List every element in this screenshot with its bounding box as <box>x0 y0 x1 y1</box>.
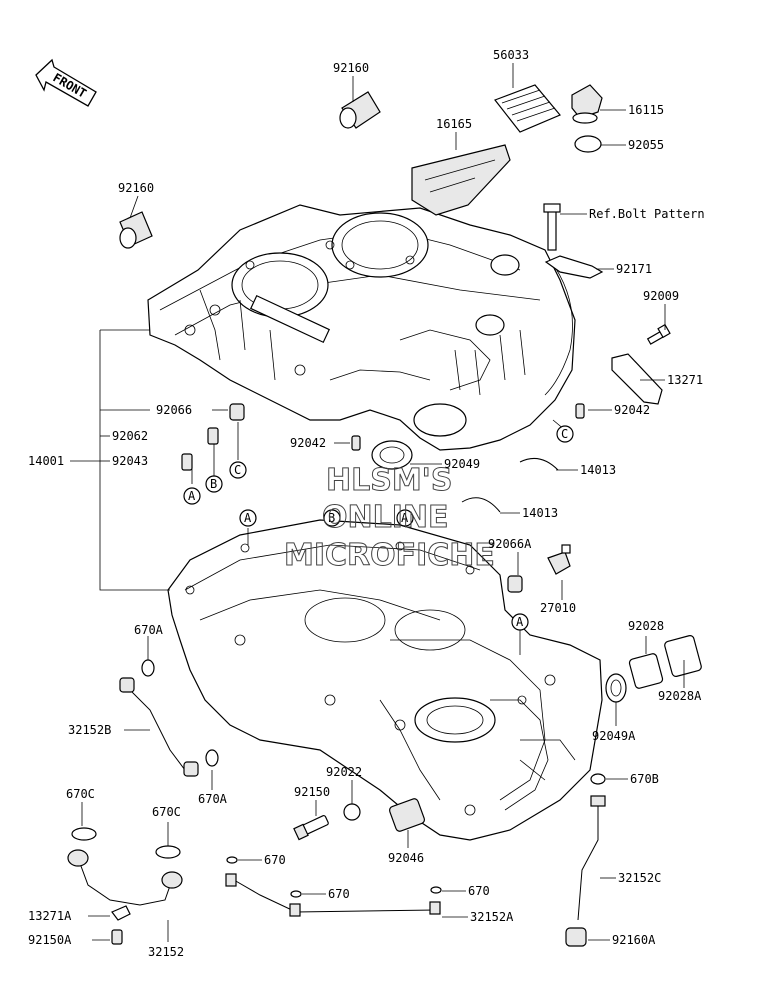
part-92049-oil-seal <box>371 440 413 470</box>
label-32152A: 32152A <box>470 910 514 924</box>
part-92043-dowel <box>181 453 193 471</box>
part-14013-lower <box>461 497 501 513</box>
marker-b-left: B <box>210 477 217 491</box>
part-92062-dowel <box>207 427 219 445</box>
label-670C-right: 670C <box>152 805 181 819</box>
part-16165-breather-cover <box>411 144 511 216</box>
label-92066A: 92066A <box>488 537 532 551</box>
part-92160-top <box>339 91 381 129</box>
label-92028A: 92028A <box>658 689 702 703</box>
label-92066: 92066 <box>156 403 192 417</box>
label-92046: 92046 <box>388 851 424 865</box>
part-92150-bolt <box>293 815 329 841</box>
part-92009-screw <box>646 323 671 345</box>
label-670-c: 670 <box>468 884 490 898</box>
part-92160A-cap <box>565 927 587 947</box>
label-670-b: 670 <box>328 887 350 901</box>
part-32152C-oil-pipe <box>577 795 606 921</box>
label-27010: 27010 <box>540 601 576 615</box>
label-92043: 92043 <box>112 454 148 468</box>
label-670C-left: 670C <box>66 787 95 801</box>
part-92049A-oil-seal <box>605 673 627 703</box>
label-13271A: 13271A <box>28 909 72 923</box>
label-14001: 14001 <box>28 454 64 468</box>
marker-c-left: C <box>234 463 241 477</box>
label-92160-left: 92160 <box>118 181 154 195</box>
part-670C-oring-left <box>71 827 97 841</box>
label-92042-right: 92042 <box>614 403 650 417</box>
label-32152B: 32152B <box>68 723 111 737</box>
part-670C-oring-right <box>155 845 181 859</box>
circle-letter-markers: A B C A B A A C <box>183 425 574 631</box>
label-92028: 92028 <box>628 619 664 633</box>
label-92042-center: 92042 <box>290 436 326 450</box>
part-92150A-bolt <box>111 929 123 945</box>
part-92046-bearing <box>388 798 426 832</box>
marker-b-center: B <box>328 511 335 525</box>
label-92022: 92022 <box>326 765 362 779</box>
part-92042-dowel-center <box>351 435 361 451</box>
label-56033: 56033 <box>493 48 529 62</box>
label-16115: 16115 <box>628 103 664 117</box>
lower-crankcase <box>167 519 603 841</box>
part-32152A-oil-pipe <box>225 873 441 917</box>
front-direction-arrow: FRONT <box>35 58 97 107</box>
part-670A-oring-lower <box>205 749 219 767</box>
part-32152B-oil-pipe <box>119 677 199 777</box>
part-670-orings-small <box>226 856 442 898</box>
label-92049A: 92049A <box>592 729 636 743</box>
part-92066-dowel <box>229 403 245 421</box>
part-92066A-dowel <box>507 575 523 593</box>
part-27010-switch <box>547 544 571 575</box>
label-92150A: 92150A <box>28 933 72 947</box>
label-ref-bolt-pattern: Ref.Bolt Pattern <box>589 207 705 221</box>
part-92022-washer <box>343 803 361 821</box>
marker-c-right: C <box>561 427 568 441</box>
marker-a-lower-left: A <box>244 511 252 525</box>
part-56033-label-sticker <box>494 84 561 133</box>
watermark-line-3: MICROFICHE <box>284 538 495 573</box>
part-16115-oil-filler-cap <box>571 84 603 124</box>
part-14013-upper <box>519 457 559 471</box>
marker-a-center: A <box>401 511 409 525</box>
label-670B: 670B <box>630 772 659 786</box>
marker-a-right: A <box>516 615 524 629</box>
callout-labels: 92160 92160 56033 16115 16165 92055 Ref.… <box>28 48 705 959</box>
label-32152C: 32152C <box>618 871 661 885</box>
upper-crankcase <box>147 204 576 451</box>
label-14013-lower: 14013 <box>522 506 558 520</box>
part-32152-oil-pipe <box>67 849 183 906</box>
label-92160A: 92160A <box>612 933 656 947</box>
watermark-line-2: ONLINE <box>322 500 449 535</box>
part-92028-bushing <box>628 653 664 689</box>
label-670-a: 670 <box>264 853 286 867</box>
label-92160-top: 92160 <box>333 61 369 75</box>
label-92150: 92150 <box>294 785 330 799</box>
label-32152: 32152 <box>148 945 184 959</box>
part-670B-oring <box>590 773 606 785</box>
label-670A-upper: 670A <box>134 623 164 637</box>
label-16165: 16165 <box>436 117 472 131</box>
label-92009: 92009 <box>643 289 679 303</box>
label-670A-lower: 670A <box>198 792 228 806</box>
part-13271-plate <box>611 353 663 405</box>
part-ref-bolt <box>543 203 561 251</box>
part-670A-oring-upper <box>141 659 155 677</box>
marker-a-left: A <box>188 489 196 503</box>
label-92049: 92049 <box>444 457 480 471</box>
part-92042-dowel-right <box>575 403 585 419</box>
label-92055: 92055 <box>628 138 664 152</box>
label-13271: 13271 <box>667 373 703 387</box>
label-92171: 92171 <box>616 262 652 276</box>
part-92055-o-ring <box>574 135 602 153</box>
watermark-line-1: HLSM'S <box>326 463 452 498</box>
watermark: HLSM'S ONLINE MICROFICHE <box>284 463 496 574</box>
part-92171-clamp <box>544 255 604 279</box>
label-92062: 92062 <box>112 429 148 443</box>
part-92028A-bushing <box>664 635 702 677</box>
part-13271A-plate <box>111 905 131 921</box>
label-14013-upper: 14013 <box>580 463 616 477</box>
part-92160-left <box>119 211 153 249</box>
